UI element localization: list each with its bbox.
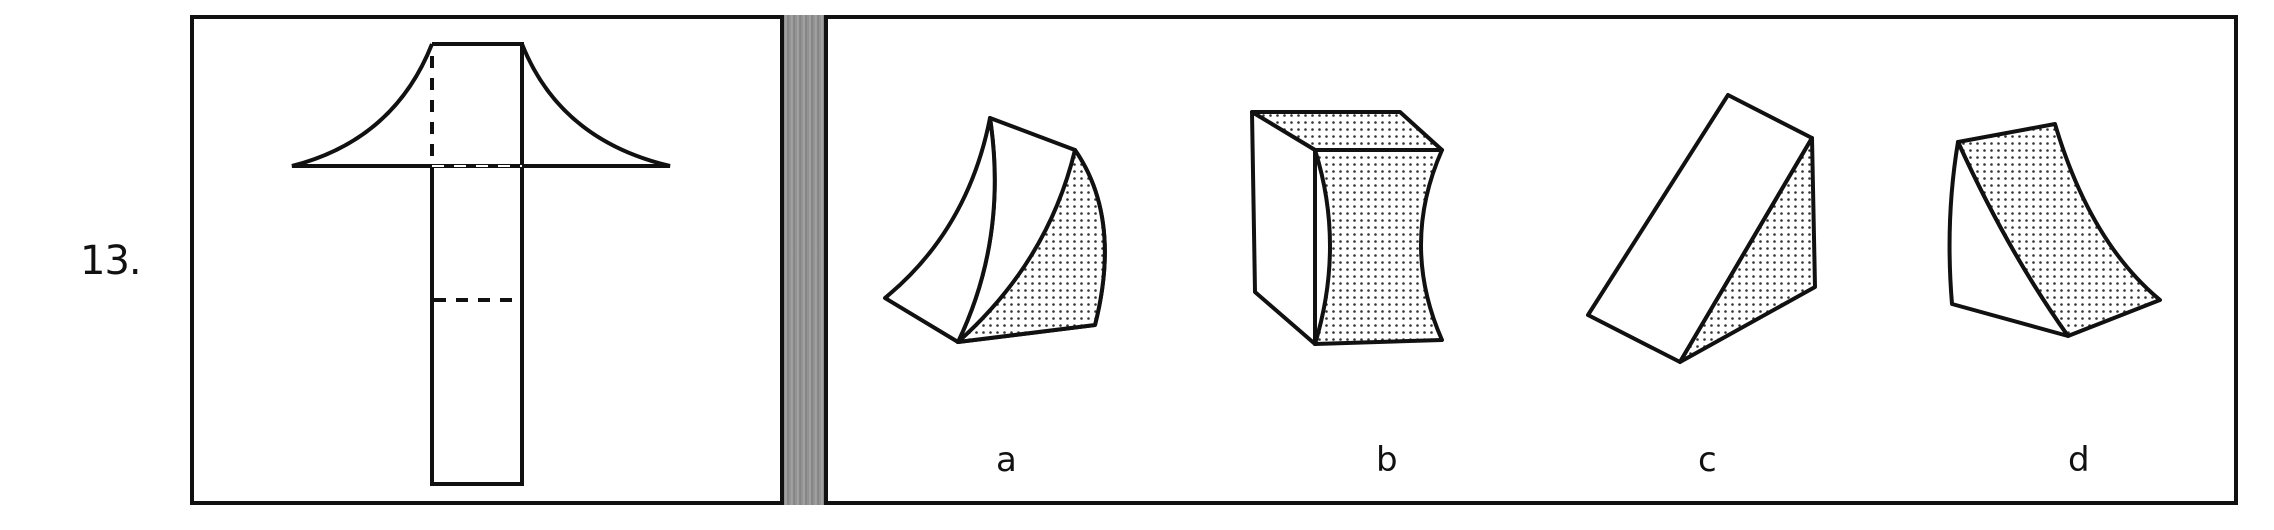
panel-divider xyxy=(784,15,824,505)
option-label-d[interactable]: d xyxy=(2068,440,2090,480)
option-b-figure xyxy=(1250,110,1444,346)
option-a-figure xyxy=(883,116,1107,344)
net-figure xyxy=(291,42,671,486)
option-d-figure xyxy=(1947,122,2162,338)
option-label-c[interactable]: c xyxy=(1698,440,1717,480)
option-label-b[interactable]: b xyxy=(1376,440,1398,480)
option-c-figure xyxy=(1586,93,1817,364)
question-number: 13. xyxy=(80,238,142,284)
net-panel xyxy=(190,15,784,505)
option-label-a[interactable]: a xyxy=(996,440,1017,480)
